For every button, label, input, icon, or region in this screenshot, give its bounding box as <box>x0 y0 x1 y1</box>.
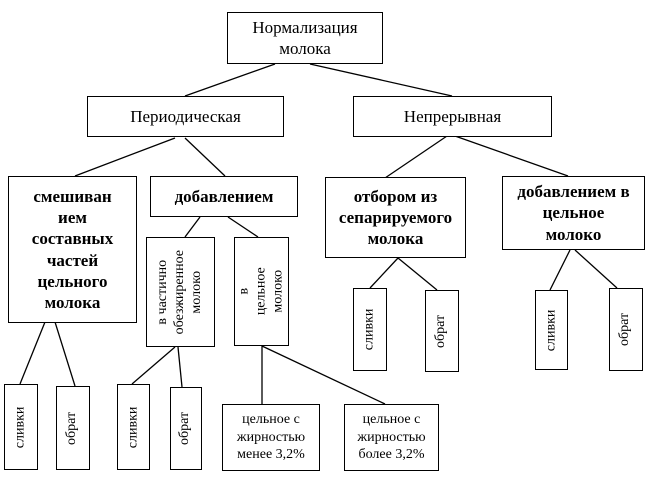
node-continuous: Непрерывная <box>353 96 552 137</box>
edge-adding-whole-skim <box>574 249 618 289</box>
node-skim-1: обрат <box>56 386 90 470</box>
node-cream-4-label: сливки <box>543 309 559 351</box>
node-adding-label: добавлением <box>174 186 274 206</box>
node-cream-1: сливки <box>4 384 38 470</box>
node-skim-3: обрат <box>425 290 459 372</box>
node-skim-2: обрат <box>170 387 202 470</box>
node-whole-milk-target-label: в цельное молоко <box>236 267 285 316</box>
node-root: Нормализация молока <box>227 12 383 64</box>
edge-root-continuous <box>309 63 453 97</box>
edge-root-periodic <box>184 63 276 97</box>
node-separated-label: отбором из сепарируемого молока <box>338 186 453 249</box>
node-skim-2-label: обрат <box>177 411 193 446</box>
edge-continuous-adding-whole <box>454 135 569 177</box>
node-high-fat: цельное с жирностью более 3,2% <box>344 404 439 471</box>
edge-adding-whole-target <box>227 216 259 238</box>
node-cream-4: сливки <box>535 290 568 370</box>
node-periodic-label: Периодическая <box>130 106 241 126</box>
node-cream-3: сливки <box>353 288 387 371</box>
node-partially-skimmed: в частично обезжиренное молоко <box>146 237 215 347</box>
node-mixing: смешиван ием составных частей цельного м… <box>8 176 137 323</box>
edge-periodic-mixing <box>74 137 176 177</box>
node-periodic: Периодическая <box>87 96 284 137</box>
node-cream-2: сливки <box>117 384 150 470</box>
edge-separated-skim <box>397 257 438 291</box>
edge-periodic-adding <box>184 137 226 177</box>
node-whole-milk-target: в цельное молоко <box>234 237 289 346</box>
node-low-fat: цельное с жирностью менее 3,2% <box>222 404 320 471</box>
edge-adding-partial <box>184 216 201 238</box>
edge-partial-skim <box>177 346 183 388</box>
node-separated: отбором из сепарируемого молока <box>325 177 466 258</box>
node-root-label: Нормализация молока <box>252 17 358 58</box>
node-skim-1-label: обрат <box>64 411 80 445</box>
node-high-fat-label: цельное с жирностью более 3,2% <box>357 412 426 463</box>
edge-separated-cream <box>369 257 399 289</box>
edge-partial-cream <box>131 346 176 385</box>
node-skim-4-label: обрат <box>617 312 633 347</box>
node-continuous-label: Непрерывная <box>403 106 502 126</box>
node-cream-3-label: сливки <box>361 308 377 351</box>
node-skim-4: обрат <box>609 288 643 371</box>
node-skim-3-label: обрат <box>433 314 449 348</box>
node-partially-skimmed-label: в частично обезжиренное молоко <box>155 249 204 335</box>
edge-whole-high <box>261 345 386 405</box>
node-adding-whole: добавлением в цельное молоко <box>502 176 645 250</box>
edge-continuous-separated <box>384 135 448 179</box>
node-adding: добавлением <box>150 176 298 217</box>
node-cream-1-label: сливки <box>12 406 28 448</box>
edge-adding-whole-cream <box>549 249 571 291</box>
node-low-fat-label: цельное с жирностью менее 3,2% <box>236 412 306 463</box>
node-adding-whole-label: добавлением в цельное молоко <box>517 182 630 244</box>
node-mixing-label: смешиван ием составных частей цельного м… <box>31 186 114 312</box>
node-cream-2-label: сливки <box>125 406 141 448</box>
edge-mixing-cream <box>19 321 46 385</box>
edge-mixing-skim <box>54 321 76 387</box>
